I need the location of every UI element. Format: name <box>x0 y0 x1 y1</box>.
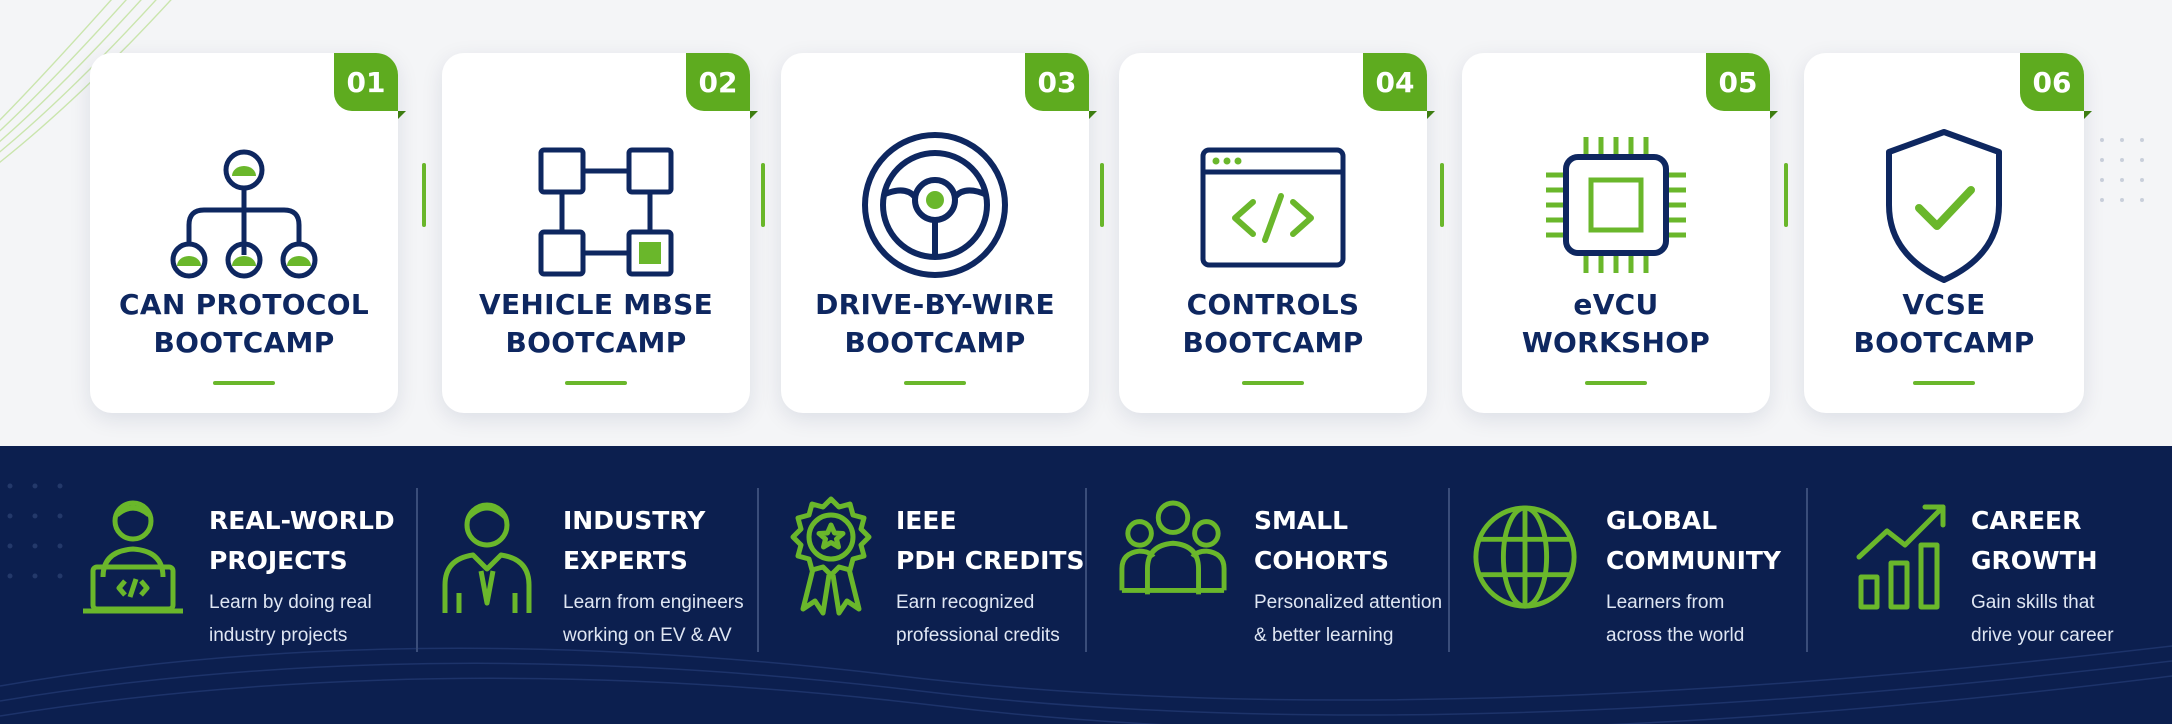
expert-person-icon <box>432 492 542 622</box>
decorative-swirl-lines <box>0 0 172 164</box>
award-ribbon-icon <box>776 492 886 622</box>
feature-description: Gain skills that drive your career <box>1971 592 2114 646</box>
feature-separator <box>757 488 759 652</box>
card-number-badge: 05 <box>1706 53 1778 119</box>
card-underline <box>565 381 627 385</box>
feature-title: REAL-WORLD PROJECTS <box>209 506 395 575</box>
card-title: CONTROLS BOOTCAMP <box>1182 288 1364 359</box>
code-window-icon <box>1119 105 1427 305</box>
feature-ieee-pdh-credits: IEEE PDH CREDITS Earn recognized profess… <box>776 446 1086 724</box>
decorative-dots <box>7 483 63 579</box>
card-title: VEHICLE MBSE BOOTCAMP <box>478 288 713 359</box>
card-underline <box>1585 381 1647 385</box>
card-title: VCSE BOOTCAMP <box>1853 288 2035 359</box>
feature-small-cohorts: SMALL COHORTS Personalized attention & b… <box>1118 446 1458 724</box>
card-vehicle-mbse-bootcamp[interactable]: 02 VEHICLE MBSE BOOTCAMP <box>442 53 758 413</box>
card-underline <box>1242 381 1304 385</box>
feature-description: Learners from across the world <box>1606 592 1745 646</box>
block-diagram-icon <box>442 105 750 305</box>
features-band: REAL-WORLD PROJECTS Learn by doing real … <box>0 446 2172 724</box>
feature-description: Personalized attention & better learning <box>1254 592 1443 646</box>
card-number-badge: 02 <box>686 53 758 119</box>
globe-icon <box>1470 492 1580 622</box>
card-controls-bootcamp[interactable]: 04 CONTROLS BOOTCAMP <box>1119 53 1435 413</box>
feature-title: CAREER GROWTH <box>1971 506 2098 575</box>
growth-chart-icon <box>1850 492 1960 622</box>
shield-check-icon <box>1804 105 2084 305</box>
decorative-wave-lines <box>0 645 2172 724</box>
card-number-badge: 04 <box>1363 53 1435 119</box>
network-tree-icon <box>90 105 398 305</box>
feature-real-world-projects: REAL-WORLD PROJECTS Learn by doing real … <box>78 446 408 724</box>
feature-separator <box>1085 488 1087 652</box>
card-separator <box>1784 163 1788 227</box>
group-icon <box>1118 492 1228 622</box>
feature-career-growth: CAREER GROWTH Gain skills that drive you… <box>1850 446 2150 724</box>
feature-description: Learn from engineers working on EV & AV <box>563 592 744 646</box>
feature-separator <box>1806 488 1808 652</box>
card-vcse-bootcamp[interactable]: 06 VCSE BOOTCAMP <box>1804 53 2092 413</box>
card-drive-by-wire-bootcamp[interactable]: 03 DRIVE-BY-WIRE BOOTCAMP <box>781 53 1097 413</box>
card-separator <box>761 163 765 227</box>
feature-separator <box>1448 488 1450 652</box>
card-number-badge: 03 <box>1025 53 1097 119</box>
card-title: DRIVE-BY-WIRE BOOTCAMP <box>815 288 1055 359</box>
card-separator <box>1440 163 1444 227</box>
feature-title: INDUSTRY EXPERTS <box>563 506 706 575</box>
feature-title: GLOBAL COMMUNITY <box>1606 506 1782 575</box>
chip-icon <box>1462 105 1770 305</box>
card-separator <box>422 163 426 227</box>
feature-title: IEEE PDH CREDITS <box>896 506 1085 575</box>
feature-title: SMALL COHORTS <box>1254 506 1389 575</box>
feature-separator <box>416 488 418 652</box>
card-number-badge: 06 <box>2020 53 2092 119</box>
bootcamp-cards-section: 01 CAN P <box>0 0 2144 413</box>
feature-industry-experts: INDUSTRY EXPERTS Learn from engineers wo… <box>432 446 752 724</box>
feature-description: Learn by doing real industry projects <box>209 592 372 646</box>
card-can-protocol-bootcamp[interactable]: 01 CAN P <box>90 53 406 413</box>
card-title: CAN PROTOCOL BOOTCAMP <box>119 288 369 359</box>
feature-global-community: GLOBAL COMMUNITY Learners from across th… <box>1470 446 1800 724</box>
card-underline <box>904 381 966 385</box>
card-title: eVCU WORKSHOP <box>1521 288 1711 359</box>
card-separator <box>1100 163 1104 227</box>
card-evcu-workshop[interactable]: 05 eVCU WORKSHOP <box>1462 53 1778 413</box>
person-laptop-icon <box>78 492 188 622</box>
steering-wheel-icon <box>781 105 1089 305</box>
feature-description: Earn recognized professional credits <box>896 592 1060 646</box>
card-number-badge: 01 <box>334 53 406 119</box>
card-underline <box>213 381 275 385</box>
card-underline <box>1913 381 1975 385</box>
